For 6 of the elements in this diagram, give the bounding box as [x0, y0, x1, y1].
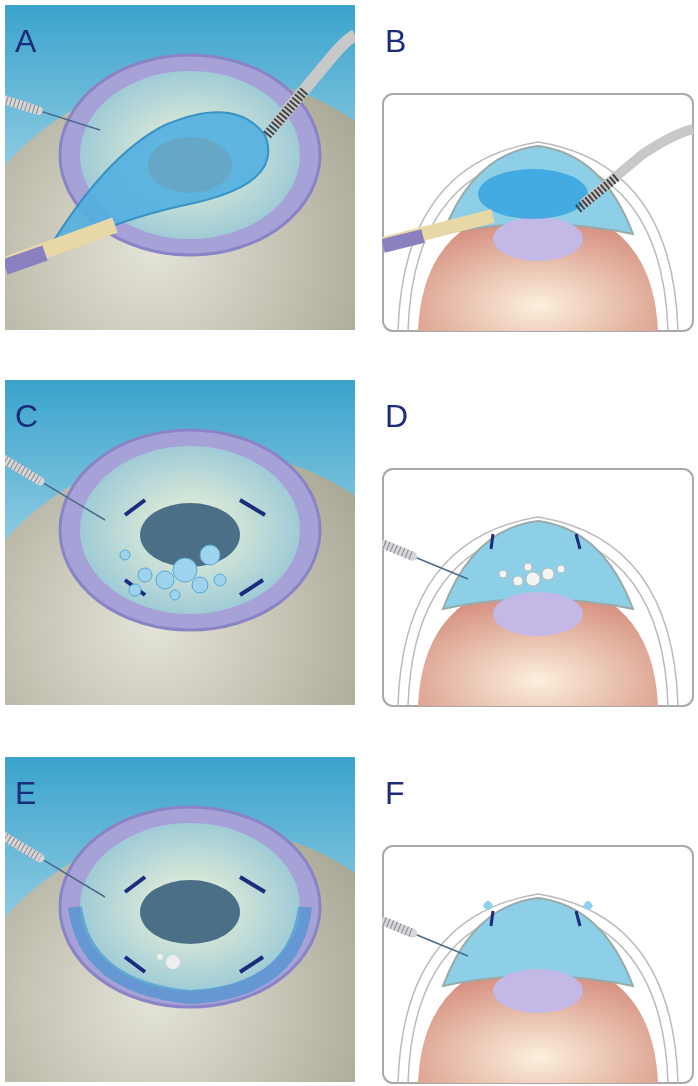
- panel-letter: F: [385, 777, 405, 809]
- panel-letter: A: [15, 25, 37, 57]
- panel-letter: B: [385, 25, 407, 57]
- panel-letter: E: [15, 777, 37, 809]
- panel-letter: C: [15, 400, 39, 432]
- panel-letter: D: [385, 400, 409, 432]
